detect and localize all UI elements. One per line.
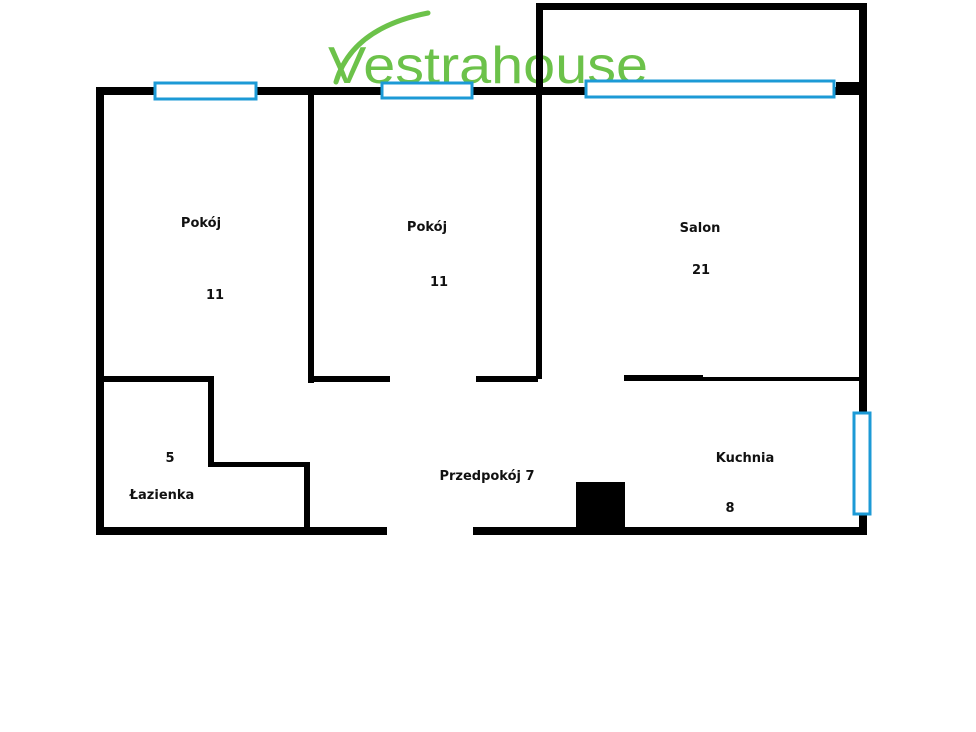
wall-bathroom-inner xyxy=(208,462,304,467)
wall-bathroom-lower xyxy=(304,462,310,530)
wall-mid-1 xyxy=(96,376,214,382)
wall-right xyxy=(859,4,867,535)
room-area-living-room: 21 xyxy=(692,263,710,278)
wall-mid-2 xyxy=(314,376,390,382)
window-bedroom-2 xyxy=(380,81,474,100)
room-name-bedroom-2: Pokój xyxy=(407,220,447,235)
balcony-top xyxy=(536,3,867,10)
wall-bathroom-right xyxy=(208,376,214,466)
wall-mid-4 xyxy=(624,375,703,381)
windows xyxy=(153,79,872,516)
room-name-kitchen: Kuchnia xyxy=(716,451,775,466)
logo-swoosh xyxy=(333,10,431,85)
wall-mid-5 xyxy=(703,377,863,381)
room-name-hallway: Przedpokój 7 xyxy=(439,469,534,484)
window-kitchen xyxy=(852,411,872,516)
column-block xyxy=(576,482,625,531)
room-name-living-room: Salon xyxy=(680,221,721,236)
wall-top-thick xyxy=(836,82,867,95)
room-name-bedroom-1: Pokój xyxy=(181,216,221,231)
wall-bedroom-divider xyxy=(308,87,314,383)
wall-bottom-right xyxy=(473,527,867,535)
wall-bottom-left xyxy=(96,527,387,535)
wall-salon-divider xyxy=(536,87,542,379)
window-salon xyxy=(584,79,836,99)
room-labels: Pokój 11 Pokój 11 Salon 21 5 Łazienka Pr… xyxy=(129,216,775,516)
room-area-kitchen: 8 xyxy=(725,501,734,516)
room-name-bathroom: Łazienka xyxy=(129,488,195,503)
room-area-bedroom-1: 11 xyxy=(206,288,224,303)
window-bedroom-1 xyxy=(153,81,258,101)
room-area-bedroom-2: 11 xyxy=(430,275,448,290)
wall-top xyxy=(96,87,867,95)
wall-mid-3 xyxy=(476,376,538,382)
balcony-left xyxy=(536,3,543,95)
wall-left xyxy=(96,87,104,535)
room-area-bathroom: 5 xyxy=(165,451,174,466)
walls xyxy=(96,3,867,535)
